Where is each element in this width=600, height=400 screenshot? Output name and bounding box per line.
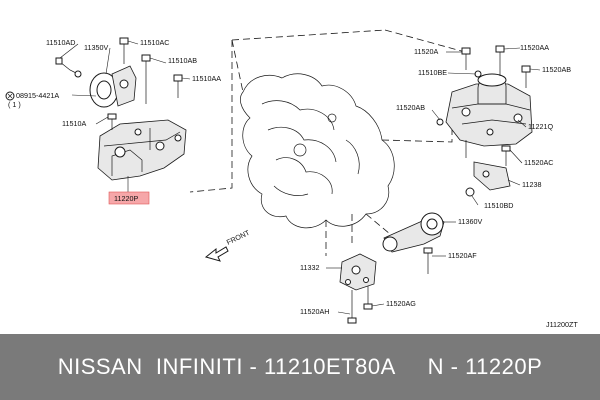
- footer-text: NISSAN INFINITI - 11210ET80A N - 11220P: [57, 354, 543, 379]
- lower-mount: [339, 212, 445, 324]
- label-08915-4421A: 08915-4421A: [16, 91, 59, 100]
- left-leaders: [59, 40, 191, 192]
- engine-block: [240, 73, 395, 229]
- label-11510BD: 11510BD: [484, 201, 513, 210]
- label-11510A: 11510A: [62, 119, 86, 128]
- parts-diagram: 11510AD 11510AC 11350V 11510AB 11510AA 0…: [5, 29, 578, 329]
- label-11350V: 11350V: [84, 43, 108, 52]
- diagram-code: J11200ZT: [546, 320, 578, 329]
- label-08915-qty: ( 1 ): [8, 100, 21, 109]
- label-11510AD: 11510AD: [46, 38, 75, 47]
- label-11520AB: 11520AB: [542, 65, 571, 74]
- front-arrow: [204, 246, 229, 262]
- label-11332: 11332: [300, 263, 319, 272]
- label-11510BE: 11510BE: [418, 68, 447, 77]
- label-11520A: 11520A: [414, 47, 438, 56]
- label-11520AF: 11520AF: [448, 251, 477, 260]
- reference-lines: [189, 29, 466, 256]
- right-leaders: [431, 47, 541, 206]
- label-11221Q: 11221Q: [528, 122, 553, 131]
- label-front: FRONT: [225, 228, 252, 247]
- label-11520AB-2: 11520AB: [396, 103, 425, 112]
- label-11520AH: 11520AH: [300, 307, 329, 316]
- label-11520AC: 11520AC: [524, 158, 553, 167]
- right-upper-mount: [436, 45, 533, 197]
- highlight-11220P: [108, 191, 150, 205]
- label-11360V: 11360V: [458, 217, 482, 226]
- left-mount-assembly: [5, 37, 187, 181]
- label-11220P: 11220P: [114, 194, 138, 203]
- lower-leaders: [326, 221, 456, 315]
- label-11520AA: 11520AA: [520, 43, 549, 52]
- label-11510AC: 11510AC: [140, 38, 169, 47]
- label-11510AB: 11510AB: [168, 56, 197, 65]
- label-11238: 11238: [522, 180, 541, 189]
- part-number-footer: NISSAN INFINITI - 11210ET80A N - 11220P: [0, 334, 600, 400]
- label-11510AA: 11510AA: [192, 74, 221, 83]
- label-11520AG: 11520AG: [386, 299, 416, 308]
